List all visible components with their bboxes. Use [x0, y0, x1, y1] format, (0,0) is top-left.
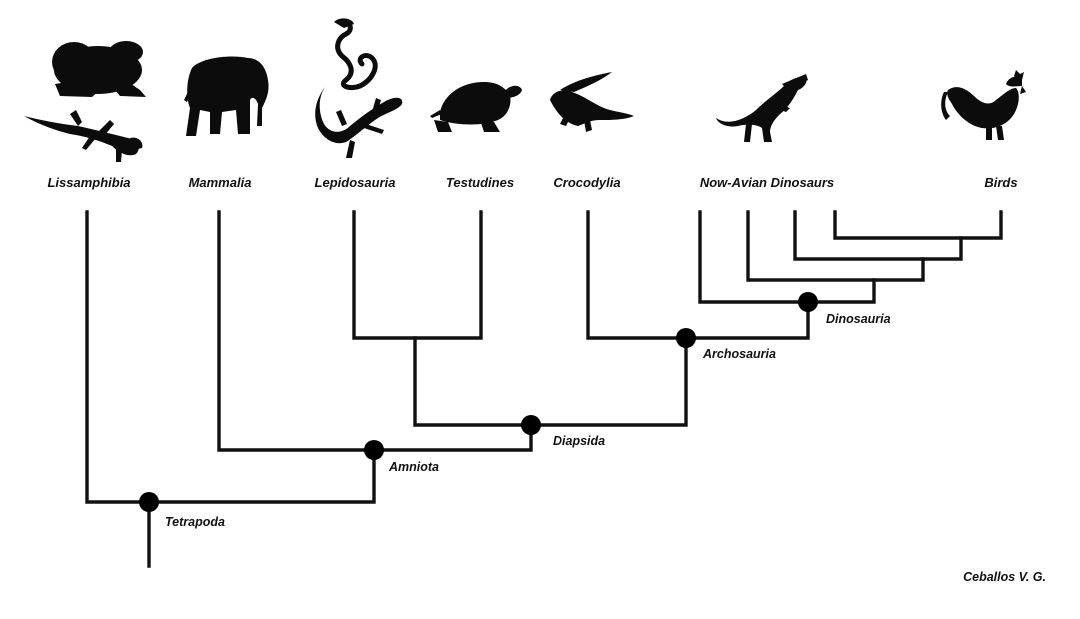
branch-lepido-testudines: [352, 210, 483, 340]
branch-dinosauria: [698, 210, 876, 304]
snake-icon: [334, 18, 378, 91]
node-dinosauria: [798, 292, 818, 312]
theropod-dinosaur-icon: [716, 74, 808, 142]
branch-dino-inner-3: [833, 210, 1003, 240]
taxon-label-mammalia: Mammalia: [189, 175, 252, 190]
node-amniota: [364, 440, 384, 460]
taxon-label-testudines: Testudines: [446, 175, 514, 190]
taxon-label-lissamphibia: Lissamphibia: [47, 175, 130, 190]
turtle-icon: [430, 82, 522, 132]
branch-tetrapoda: [85, 210, 376, 504]
taxon-label-crocodylia: Crocodylia: [553, 175, 620, 190]
taxon-label-birds: Birds: [984, 175, 1017, 190]
node-tetrapoda: [139, 492, 159, 512]
clade-label-diapsida: Diapsida: [553, 434, 605, 448]
branch-amniota: [217, 210, 533, 452]
branch-archosauria: [586, 210, 810, 340]
lizard-icon: [315, 86, 403, 158]
crocodile-icon: [550, 72, 634, 132]
branch-dino-inner-2: [793, 210, 963, 261]
node-diapsida: [521, 415, 541, 435]
branch-diapsida: [413, 336, 688, 427]
branch-dino-inner-1: [746, 210, 925, 282]
tree-branches: [85, 210, 1003, 568]
frog-icon: [52, 41, 146, 97]
rooster-icon: [941, 70, 1026, 140]
salamander-icon: [24, 110, 143, 162]
taxon-label-lepidosauria: Lepidosauria: [315, 175, 396, 190]
node-archosauria: [676, 328, 696, 348]
clade-label-dinosauria: Dinosauria: [826, 312, 891, 326]
clade-label-tetrapoda: Tetrapoda: [165, 515, 225, 529]
author-credit: Ceballos V. G.: [963, 570, 1046, 584]
elephant-icon: [184, 56, 269, 136]
clade-label-archosauria: Archosauria: [702, 347, 776, 361]
clade-label-amniota: Amniota: [388, 460, 439, 474]
taxon-label-non-avian-dinosaurs: Now-Avian Dinosaurs: [700, 175, 834, 190]
